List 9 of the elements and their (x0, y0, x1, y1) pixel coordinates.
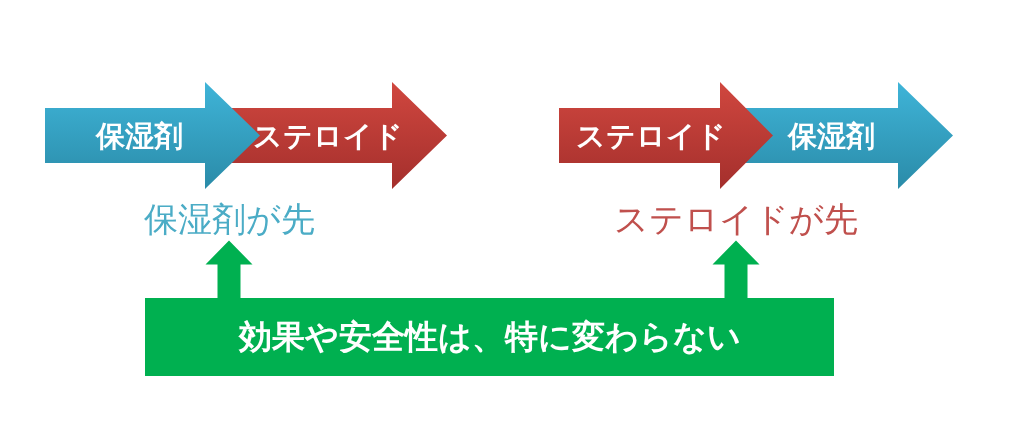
arrow-label: ステロイド (576, 121, 726, 153)
text-label: 保湿剤が先 (143, 198, 315, 241)
result-box: 効果や安全性は、特に変わらない (145, 298, 834, 376)
arrow (205, 240, 253, 299)
arrow (712, 240, 760, 299)
arrow-label: 保湿剤 (95, 121, 183, 153)
arrow-label: 保湿剤 (787, 121, 875, 153)
text-label: ステロイドが先 (614, 198, 858, 241)
arrow-label: ステロイド (253, 121, 403, 153)
